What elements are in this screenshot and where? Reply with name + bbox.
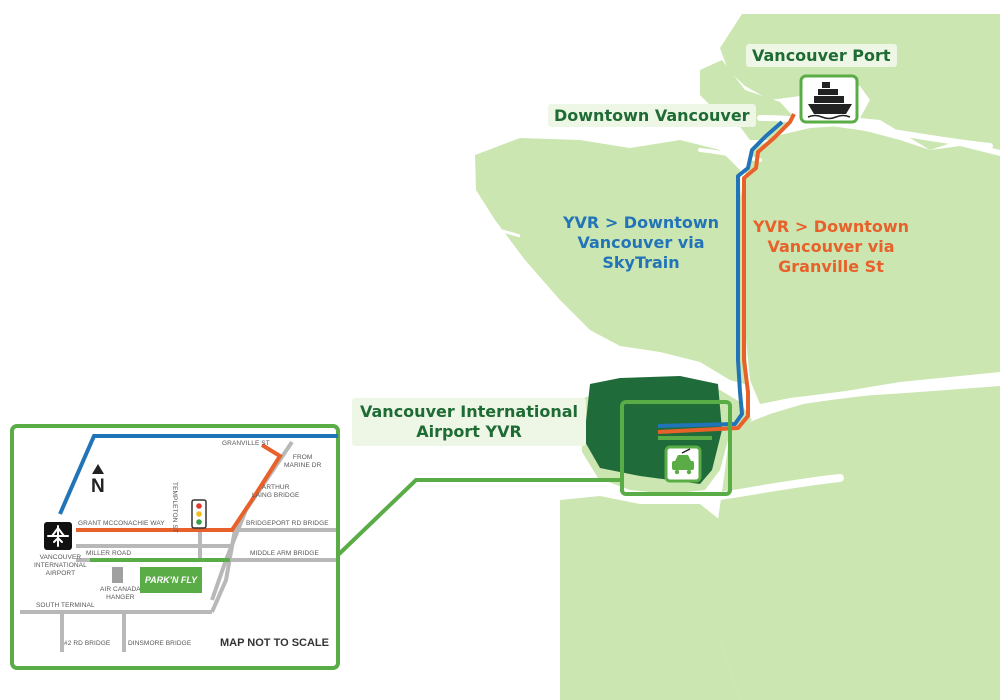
granville-route	[657, 113, 796, 434]
north-arrow-icon	[92, 464, 104, 474]
templeton-st-label: TEMPLETON ST	[171, 482, 178, 533]
arthur-line2: LAING BRIDGE	[252, 492, 300, 499]
granville-label-line2: Vancouver via	[767, 237, 895, 256]
airport-inset-label: VANCOUVER INTERNATIONAL AIRPORT	[34, 554, 87, 578]
car-charging-icon	[664, 445, 702, 483]
georgia-strait-shore	[429, 213, 521, 238]
skytrain-route	[657, 120, 784, 428]
vancouver-port-label: Vancouver Port	[746, 44, 897, 67]
airport-highlight-square	[620, 400, 732, 496]
grant-mcconachie-way-label: GRANT MCCONACHIE WAY	[78, 520, 165, 527]
inset-skytrain-route	[58, 434, 338, 515]
airport-label-line2: Airport YVR	[416, 422, 522, 441]
granville-label-line3: Granville St	[778, 257, 884, 276]
skytrain-label-line3: SkyTrain	[602, 253, 680, 272]
air-canada-hanger-label: AIR CANADA HANGER	[100, 586, 141, 602]
inset-granville-route	[76, 443, 283, 532]
granville-st-label: GRANVILLE ST	[222, 440, 270, 447]
map-not-to-scale-label: MAP NOT TO SCALE	[220, 637, 329, 649]
from-marine-dr-line2: MARINE DR	[284, 462, 322, 469]
skytrain-label-line1: YVR > Downtown	[562, 213, 720, 232]
no2-rd-bridge-label: #2 RD BRIDGE	[64, 640, 111, 647]
air-canada-hangar-block	[112, 567, 123, 583]
skytrain-label-line2: Vancouver via	[577, 233, 705, 252]
airport-inset-line1: VANCOUVER	[39, 554, 82, 561]
sea-island-shore	[464, 378, 591, 394]
dinsmore-bridge-label: DINSMORE BRIDGE	[128, 640, 192, 647]
middle-arm-bridge-label: MIDDLE ARM BRIDGE	[250, 550, 319, 557]
airport-yvr-label: Vancouver International Airport YVR	[352, 398, 587, 446]
from-marine-dr-label: FROM MARINE DR	[284, 454, 321, 470]
traffic-light-icon	[191, 499, 207, 529]
arthur-laing-bridge-label: ARTHUR LAING BRIDGE	[252, 484, 299, 500]
granville-route-label: YVR > Downtown Vancouver via Granville S…	[746, 217, 916, 277]
cruise-ship-icon	[799, 74, 859, 124]
bridgeport-rd-bridge-label: BRIDGEPORT RD BRIDGE	[246, 520, 329, 527]
from-marine-dr-line1: FROM	[292, 454, 313, 461]
north-label: N	[91, 476, 105, 497]
lulu-island-land	[712, 386, 1000, 700]
downtown-vancouver-label: Downtown Vancouver	[548, 104, 756, 127]
point-grey-land	[475, 138, 748, 385]
airport-inset-line2: INTERNATIONAL	[34, 562, 87, 569]
airplane-icon	[44, 522, 72, 550]
airport-inset-line3: AIRPORT	[45, 570, 76, 577]
burrard-inlet	[757, 115, 993, 149]
vancouver-mainland-land	[740, 126, 1000, 404]
miller-road-label: MILLER ROAD	[86, 550, 132, 557]
airport-label-line1: Vancouver International	[360, 402, 579, 421]
air-canada-line2: HANGER	[106, 594, 135, 601]
fraser-river-north-arm	[756, 374, 1000, 412]
park-n-fly-logo: PARK'N FLY	[140, 567, 202, 593]
granville-label-line1: YVR > Downtown	[752, 217, 910, 236]
false-creek	[698, 148, 762, 162]
skytrain-route-label: YVR > Downtown Vancouver via SkyTrain	[556, 213, 726, 273]
air-canada-line1: AIR CANADA	[100, 586, 141, 593]
arthur-line1: ARTHUR	[261, 484, 290, 491]
delta-land	[560, 496, 740, 700]
south-terminal-label: SOUTH TERMINAL	[36, 602, 95, 609]
inset-connector-line	[336, 478, 622, 557]
